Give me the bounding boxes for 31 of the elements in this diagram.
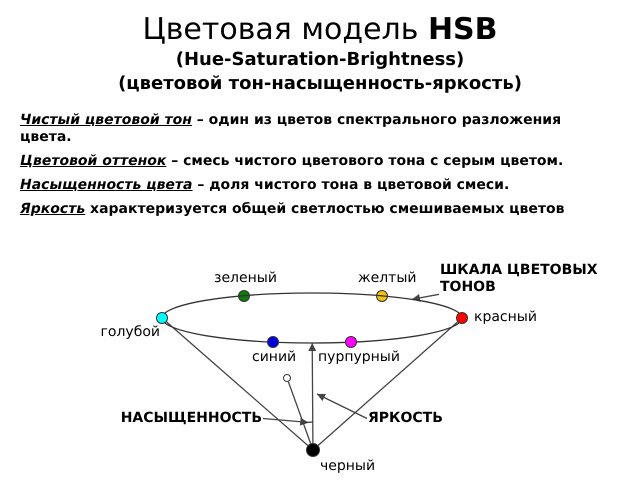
saturation-line: [288, 382, 312, 444]
definition-text: Яркость характеризуется общей светлостью смешиваемых цветов: [20, 201, 566, 218]
angle-arc: [302, 421, 314, 425]
hue-dot: [456, 312, 468, 324]
scale-label: ШКАЛА ЦВЕТОВЫХ ТОНОВ: [440, 262, 599, 296]
cone-side-line: [166, 321, 308, 446]
cone-side-line: [318, 322, 458, 446]
dot-label: зеленый: [214, 270, 277, 287]
apex-dot: [306, 443, 320, 457]
brightness-axis-arrow: [308, 343, 316, 443]
definition-text: Насыщенность цвета – доля чистого тона в цветовой смеси.: [20, 177, 510, 194]
heading: Цветовая модель HSB: [142, 12, 498, 48]
dot-label: пурпурный: [318, 349, 400, 366]
subtitle: (цветовой тон-насыщенность-яркость): [118, 72, 522, 96]
leader-arrow: [316, 393, 368, 420]
dot-label: черный: [320, 458, 376, 475]
saturation-label: НАСЫЩЕННОСТЬ: [120, 410, 262, 427]
dot-label: красный: [474, 309, 537, 326]
dot-label: синий: [252, 349, 296, 366]
hue-dot: [344, 336, 357, 348]
dot-label: желтый: [358, 270, 416, 287]
definition-text: Цветовой оттенок – смесь чистого цветового тона с серым цветом.: [20, 153, 564, 170]
hue-dot: [156, 312, 168, 324]
leader-arrow: [262, 418, 308, 426]
leader-arrow: [412, 294, 440, 302]
brightness-label: ЯРКОСТЬ: [368, 410, 443, 427]
hue-dot: [267, 336, 280, 348]
saturation-point: [283, 374, 291, 382]
subtitle: (Hue-Saturation-Brightness): [176, 48, 464, 72]
definition-text: Чистый цветовой тон – один из цветов спектрального разложения цвета.: [20, 112, 562, 146]
dot-label: голубой: [100, 324, 160, 341]
